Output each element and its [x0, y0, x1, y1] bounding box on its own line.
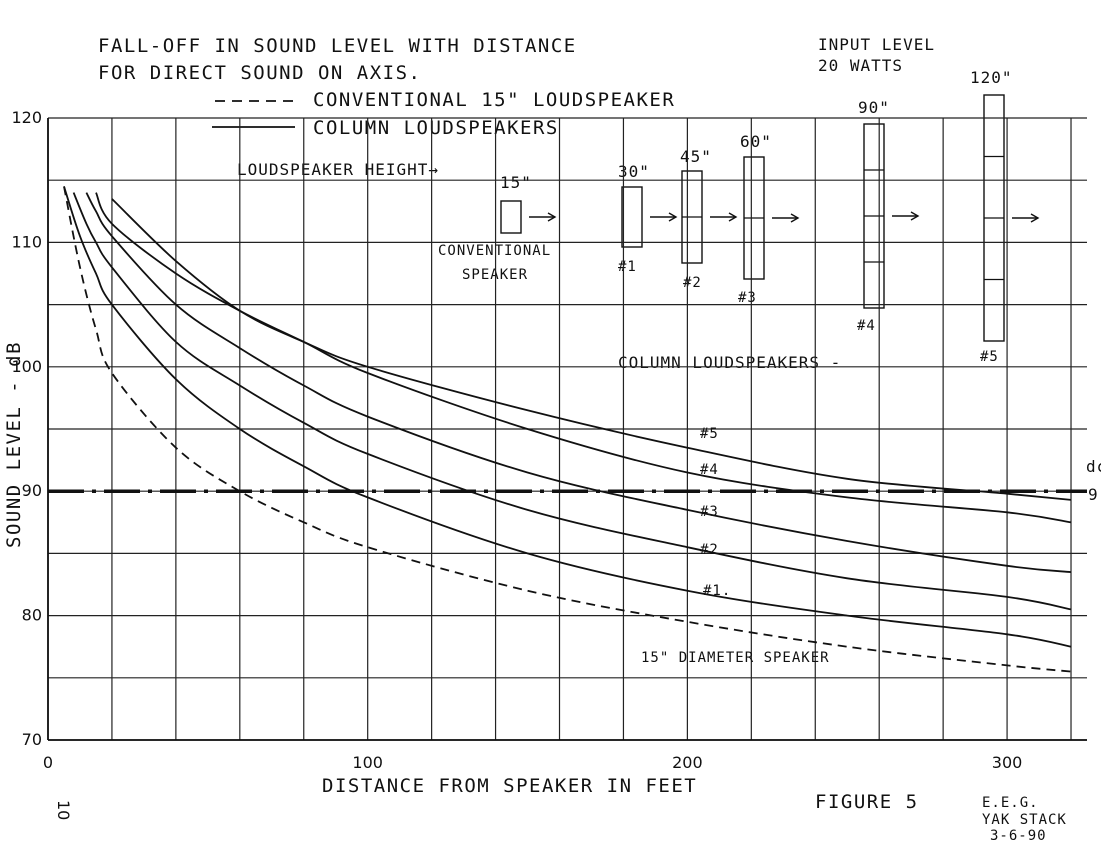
speaker-height-diagram: LOUDSPEAKER HEIGHT→ CONVENTIONAL SPEAKER… [237, 68, 1040, 372]
column-loudspeakers-label: COLUMN LOUDSPEAKERS - [618, 353, 841, 372]
curve-labels: 15" DIAMETER SPEAKER #1. #2 #3 #4 #5 [641, 426, 830, 666]
speaker-id-label-2: #2 [683, 275, 702, 291]
x-tick-label: 300 [992, 753, 1023, 772]
speaker-height-label-5: 120" [970, 68, 1013, 87]
speaker-arrow-head [547, 212, 557, 222]
y-tick-label: 120 [11, 108, 42, 127]
speaker-height-label-4: 90" [858, 98, 890, 117]
series-line-1 [63, 186, 1072, 648]
speaker-height-label-1: 30" [618, 162, 650, 181]
y-tick-label: 90 [22, 481, 42, 500]
chart-title: FALL-OFF IN SOUND LEVEL WITH DISTANCE [98, 35, 577, 57]
series-line-3 [85, 192, 1072, 573]
speaker-height-label-0: 15" [500, 173, 532, 192]
legend-dashed-label: CONVENTIONAL 15" LOUDSPEAKER [313, 89, 675, 111]
series-label-0: 15" DIAMETER SPEAKER [641, 650, 830, 666]
series-label-3: #3 [700, 504, 719, 520]
conventional-speaker-label: CONVENTIONAL [438, 243, 551, 259]
speaker-id-label-4: #4 [857, 318, 876, 334]
speaker-arrow-head [790, 213, 800, 223]
conventional-speaker-label-2: SPEAKER [462, 267, 528, 283]
x-tick-label: 0 [43, 753, 53, 772]
y-tick-label: 110 [11, 232, 42, 251]
speaker-arrow-head [728, 212, 738, 222]
series-line-2 [72, 192, 1072, 611]
series-label-5: #5 [700, 426, 719, 442]
series-line-5 [111, 198, 1072, 501]
speaker-id-label-3: #3 [738, 290, 757, 306]
speaker-box-1 [621, 186, 643, 248]
page-number: 10 [54, 800, 73, 820]
figure-label: FIGURE 5 [815, 791, 919, 813]
chart-subtitle: FOR DIRECT SOUND ON AXIS. [98, 62, 421, 84]
y-tick-label: 100 [11, 357, 42, 376]
x-axis-label: DISTANCE FROM SPEAKER IN FEET [322, 775, 697, 797]
input-level-watts: 20 WATTS [818, 56, 903, 75]
y-tick-labels: 70 80 90 100 110 120 [11, 108, 42, 749]
series-line-0 [63, 186, 1072, 673]
input-level-label: INPUT LEVEL [818, 35, 935, 54]
curves [63, 186, 1072, 673]
series-line-4 [95, 192, 1072, 524]
speaker-arrow-head [668, 212, 678, 222]
legend: CONVENTIONAL 15" LOUDSPEAKER COLUMN LOUD… [212, 89, 675, 139]
location-label: YAK STACK [982, 812, 1067, 828]
legend-solid-label: COLUMN LOUDSPEAKERS [313, 117, 559, 139]
margin-scribble-2: 9 [1088, 485, 1099, 504]
speaker-box-0 [500, 200, 522, 234]
speaker-id-label-5: #5 [980, 349, 999, 365]
series-label-4: #4 [700, 462, 719, 478]
series-label-2: #2 [700, 542, 719, 558]
x-tick-labels: 0 100 200 300 [43, 753, 1022, 772]
x-tick-label: 200 [672, 753, 703, 772]
loudspeaker-height-label: LOUDSPEAKER HEIGHT→ [237, 160, 439, 179]
date-label: 3-6-90 [990, 828, 1047, 844]
y-tick-label: 70 [22, 730, 42, 749]
y-tick-label: 80 [22, 606, 42, 625]
series-label-1: #1. [703, 583, 731, 599]
speaker-arrow-head [910, 211, 920, 221]
y-axis-label: SOUND LEVEL - dB [3, 341, 25, 548]
grid [47, 117, 1087, 741]
margin-scribble-1: dc [1086, 457, 1101, 476]
speaker-arrow-head [1030, 213, 1040, 223]
speaker-height-label-3: 60" [740, 132, 772, 151]
author-initials: E.E.G. [982, 795, 1039, 811]
x-tick-label: 100 [352, 753, 383, 772]
speaker-id-label-1: #1 [618, 259, 637, 275]
speaker-height-label-2: 45" [680, 147, 712, 166]
